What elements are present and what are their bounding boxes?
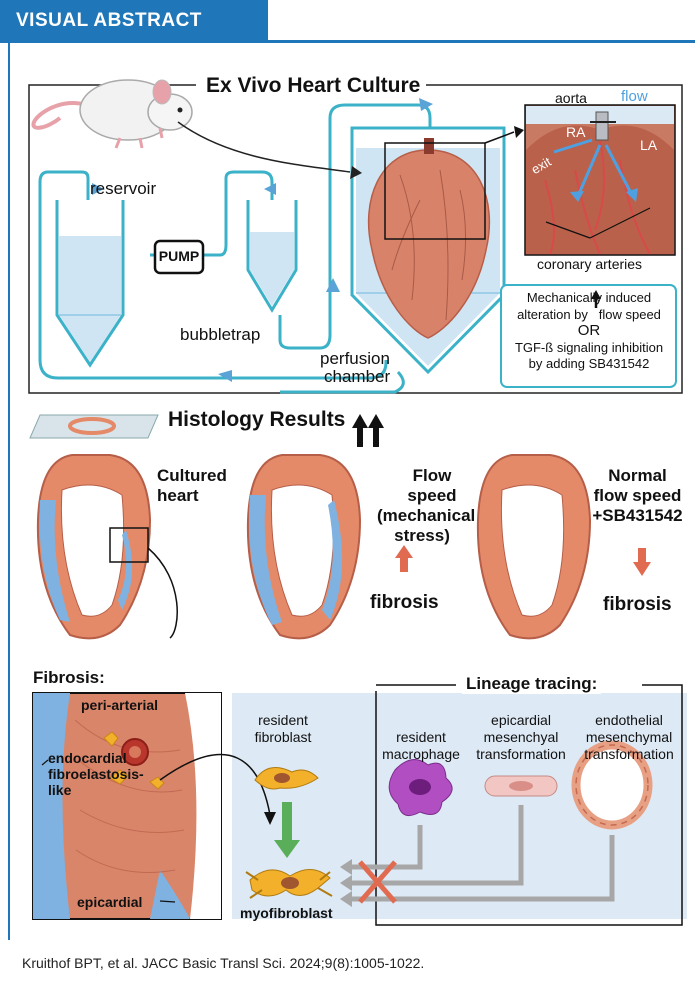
fibrosis-down-label: fibrosis xyxy=(603,594,672,616)
heart-inset xyxy=(525,105,675,255)
la-label: LA xyxy=(640,137,657,153)
histology-title: Histology Results xyxy=(168,408,345,432)
reservoir-vessel xyxy=(57,200,123,365)
bubbletrap-vessel xyxy=(248,200,296,310)
lineage-tracing-title: Lineage tracing: xyxy=(462,674,601,694)
ra-label: RA xyxy=(566,124,585,140)
intervention-text: Mechanically induced alteration by flow … xyxy=(502,290,676,373)
flow-label: flow xyxy=(621,88,648,105)
citation: Kruithof BPT, et al. JACC Basic Transl S… xyxy=(22,955,424,971)
heart-section-sb431542 xyxy=(478,455,590,638)
coronary-arteries-label: coronary arteries xyxy=(537,256,642,272)
myofibroblast-label: myofibroblast xyxy=(240,905,333,921)
ex-vivo-title: Ex Vivo Heart Culture xyxy=(206,74,420,98)
epicardial-label: epicardial xyxy=(77,894,142,910)
flow-speed-label: Flow speed (mechanical stress) xyxy=(377,466,467,546)
heart-section-high-flow xyxy=(248,455,360,638)
heart-section-cultured xyxy=(38,455,150,638)
perfusion-chamber-label: perfusion chamber xyxy=(320,350,390,386)
pump-label: PUMP xyxy=(155,248,203,264)
fibrosis-down-arrow xyxy=(633,548,651,576)
peri-arterial-label: peri-arterial xyxy=(81,697,158,713)
flow-up-arrows xyxy=(352,414,384,447)
aorta-label: aorta xyxy=(555,90,587,106)
bubbletrap-label: bubbletrap xyxy=(180,325,260,345)
fibrosis-panel-title: Fibrosis: xyxy=(33,668,105,688)
endocardial-label: endocardial fibroelastosis- like xyxy=(48,750,144,798)
fibrosis-up-arrow xyxy=(395,545,413,572)
mouse-illustration xyxy=(33,80,192,148)
fibrosis-up-label: fibrosis xyxy=(370,592,439,614)
histology-slide-icon xyxy=(30,415,158,438)
epicardial-cell xyxy=(485,776,557,796)
reservoir-label: reservoir xyxy=(90,179,156,199)
